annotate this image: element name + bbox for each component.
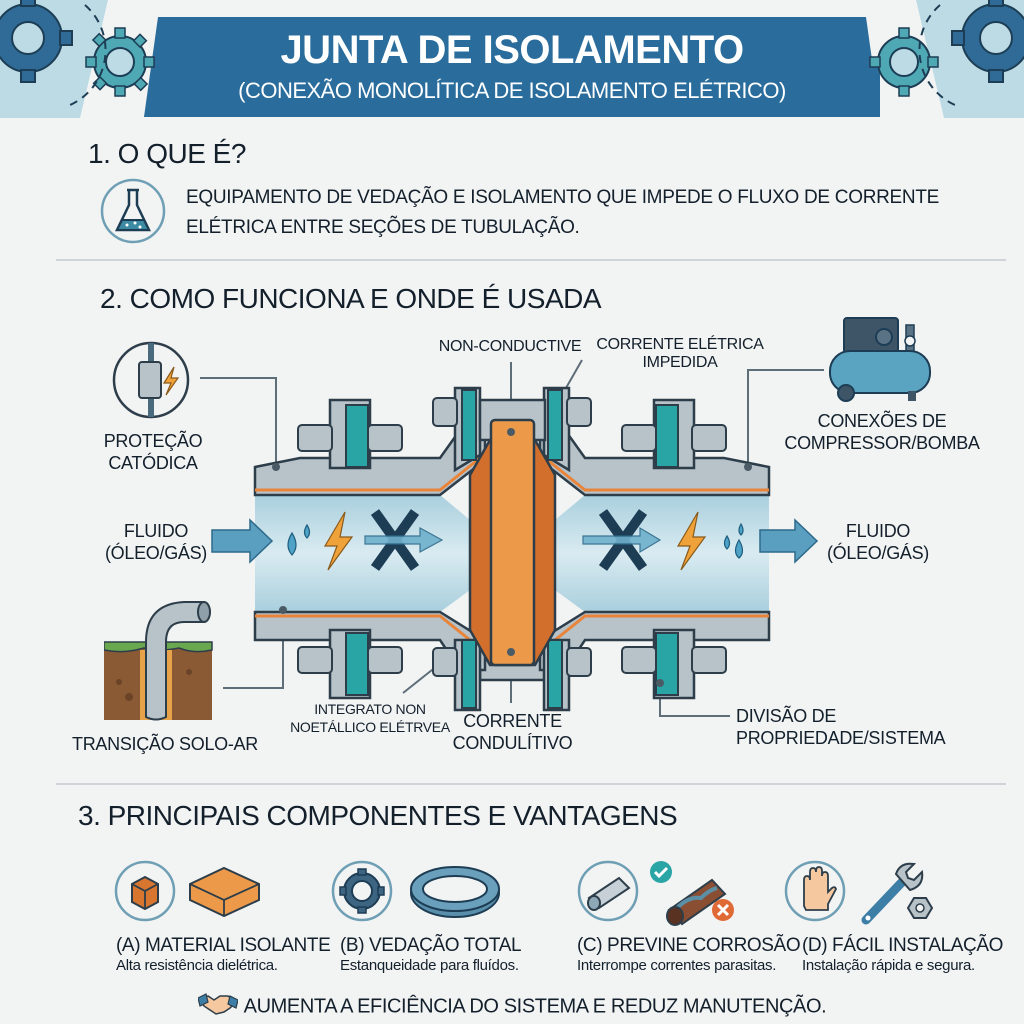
component-a-desc: Alta resistência dielétrica. xyxy=(116,957,278,974)
component-d-desc: Instalação rápida e segura. xyxy=(802,957,975,974)
lightning-icon xyxy=(323,511,354,571)
cathodic-protection-icon xyxy=(112,341,190,419)
component-c-desc: Interrompe correntes parasitas. xyxy=(577,957,777,974)
gear-icon xyxy=(0,0,73,83)
label-compressor-line-2: COMPRESSOR/BOMBA xyxy=(784,433,980,453)
label-property-line-2: PROPRIEDADE/SISTEMA xyxy=(736,728,946,748)
insulating-joint-diagram xyxy=(200,359,824,717)
label-conductive-line-2: CONDULÍTIVO xyxy=(452,733,573,753)
pipe-corrosion-icon xyxy=(577,860,734,926)
component-b: (B) VEDAÇÃO TOTAL Estanqueidade para flu… xyxy=(340,935,522,974)
soil-air-transition-icon xyxy=(104,601,213,721)
page-subtitle: (CONEXÃO MONOLÍTICA DE ISOLAMENTO ELÉTRI… xyxy=(238,78,786,103)
water-drop-icon xyxy=(287,523,311,556)
label-non-conductive: NON-CONDUCTIVE xyxy=(438,338,582,355)
gear-icon xyxy=(85,27,155,97)
compressor-icon xyxy=(829,317,931,402)
label-compressor-line-1: CONEXÕES DE xyxy=(817,411,947,431)
label-property-line-1: DIVISÃO DE xyxy=(736,706,837,726)
label-cathodic-line-1: PROTEÇÃO xyxy=(103,431,203,451)
page-title: JUNTA DE ISOLAMENTO xyxy=(280,28,744,72)
section-1-text-line-2: ELÉTRICA ENTRE SEÇÕES DE TUBULAÇÃO. xyxy=(186,217,580,238)
label-fluid-out-line-1: FLUIDO xyxy=(845,521,911,541)
header-banner xyxy=(0,0,1024,118)
seal-ring-icon xyxy=(331,860,500,922)
component-d-title: (D) FÁCIL INSTALAÇÃO xyxy=(802,935,1004,956)
label-conductive-line-1: CORRENTE xyxy=(463,711,562,731)
label-integrated-line-2: NOETÁLLICO ELÉTRVEA xyxy=(290,719,450,735)
label-current-blocked-line-2: IMPEDIDA xyxy=(642,354,718,371)
label-integrated-line-1: INTEGRATO NON xyxy=(314,701,426,717)
footer-text: AUMENTA A EFICIÊNCIA DO SISTEMA E REDUZ … xyxy=(243,995,827,1018)
label-soil-air: TRANSIÇÃO SOLO-AR xyxy=(72,734,258,754)
component-b-title: (B) VEDAÇÃO TOTAL xyxy=(340,935,522,956)
component-c-title: (C) PREVINE CORROSÃO xyxy=(577,935,801,956)
divider xyxy=(56,783,1006,785)
footer-banner: AUMENTA A EFICIÊNCIA DO SISTEMA E REDUZ … xyxy=(0,992,1024,1022)
section-3-title: 3. PRINCIPAIS COMPONENTES E VANTAGENS xyxy=(78,800,678,831)
handshake-icon xyxy=(196,992,239,1022)
section-1-text-line-1: EQUIPAMENTO DE VEDAÇÃO E ISOLAMENTO QUE … xyxy=(186,187,940,208)
label-current-blocked-line-1: CORRENTE ELÉTRICA xyxy=(596,336,764,353)
label-fluid-in-line-1: FLUIDO xyxy=(123,521,189,541)
wrench-hand-icon xyxy=(784,860,934,925)
flask-icon xyxy=(100,178,166,244)
label-fluid-out-line-2: (ÓLEO/GÁS) xyxy=(826,543,930,563)
section-1-title: 1. O QUE É? xyxy=(88,138,246,169)
component-b-desc: Estanqueidade para fluídos. xyxy=(340,957,519,974)
component-c: (C) PREVINE CORROSÃO Interrompe corrente… xyxy=(577,935,801,974)
label-fluid-in-line-2: (ÓLEO/GÁS) xyxy=(104,543,208,563)
divider xyxy=(56,259,1006,261)
gear-icon xyxy=(869,27,939,97)
component-a: (A) MATERIAL ISOLANTE Alta resistência d… xyxy=(116,935,331,974)
water-drop-icon xyxy=(723,522,744,559)
component-d: (D) FÁCIL INSTALAÇÃO Instalação rápida e… xyxy=(802,935,1003,974)
label-cathodic-line-2: CATÓDICA xyxy=(108,453,198,473)
gear-icon xyxy=(951,0,1024,83)
insulating-block-icon xyxy=(114,860,260,922)
section-2-title: 2. COMO FUNCIONA E ONDE É USADA xyxy=(100,283,602,314)
component-a-title: (A) MATERIAL ISOLANTE xyxy=(116,935,331,956)
lightning-icon xyxy=(676,511,707,571)
